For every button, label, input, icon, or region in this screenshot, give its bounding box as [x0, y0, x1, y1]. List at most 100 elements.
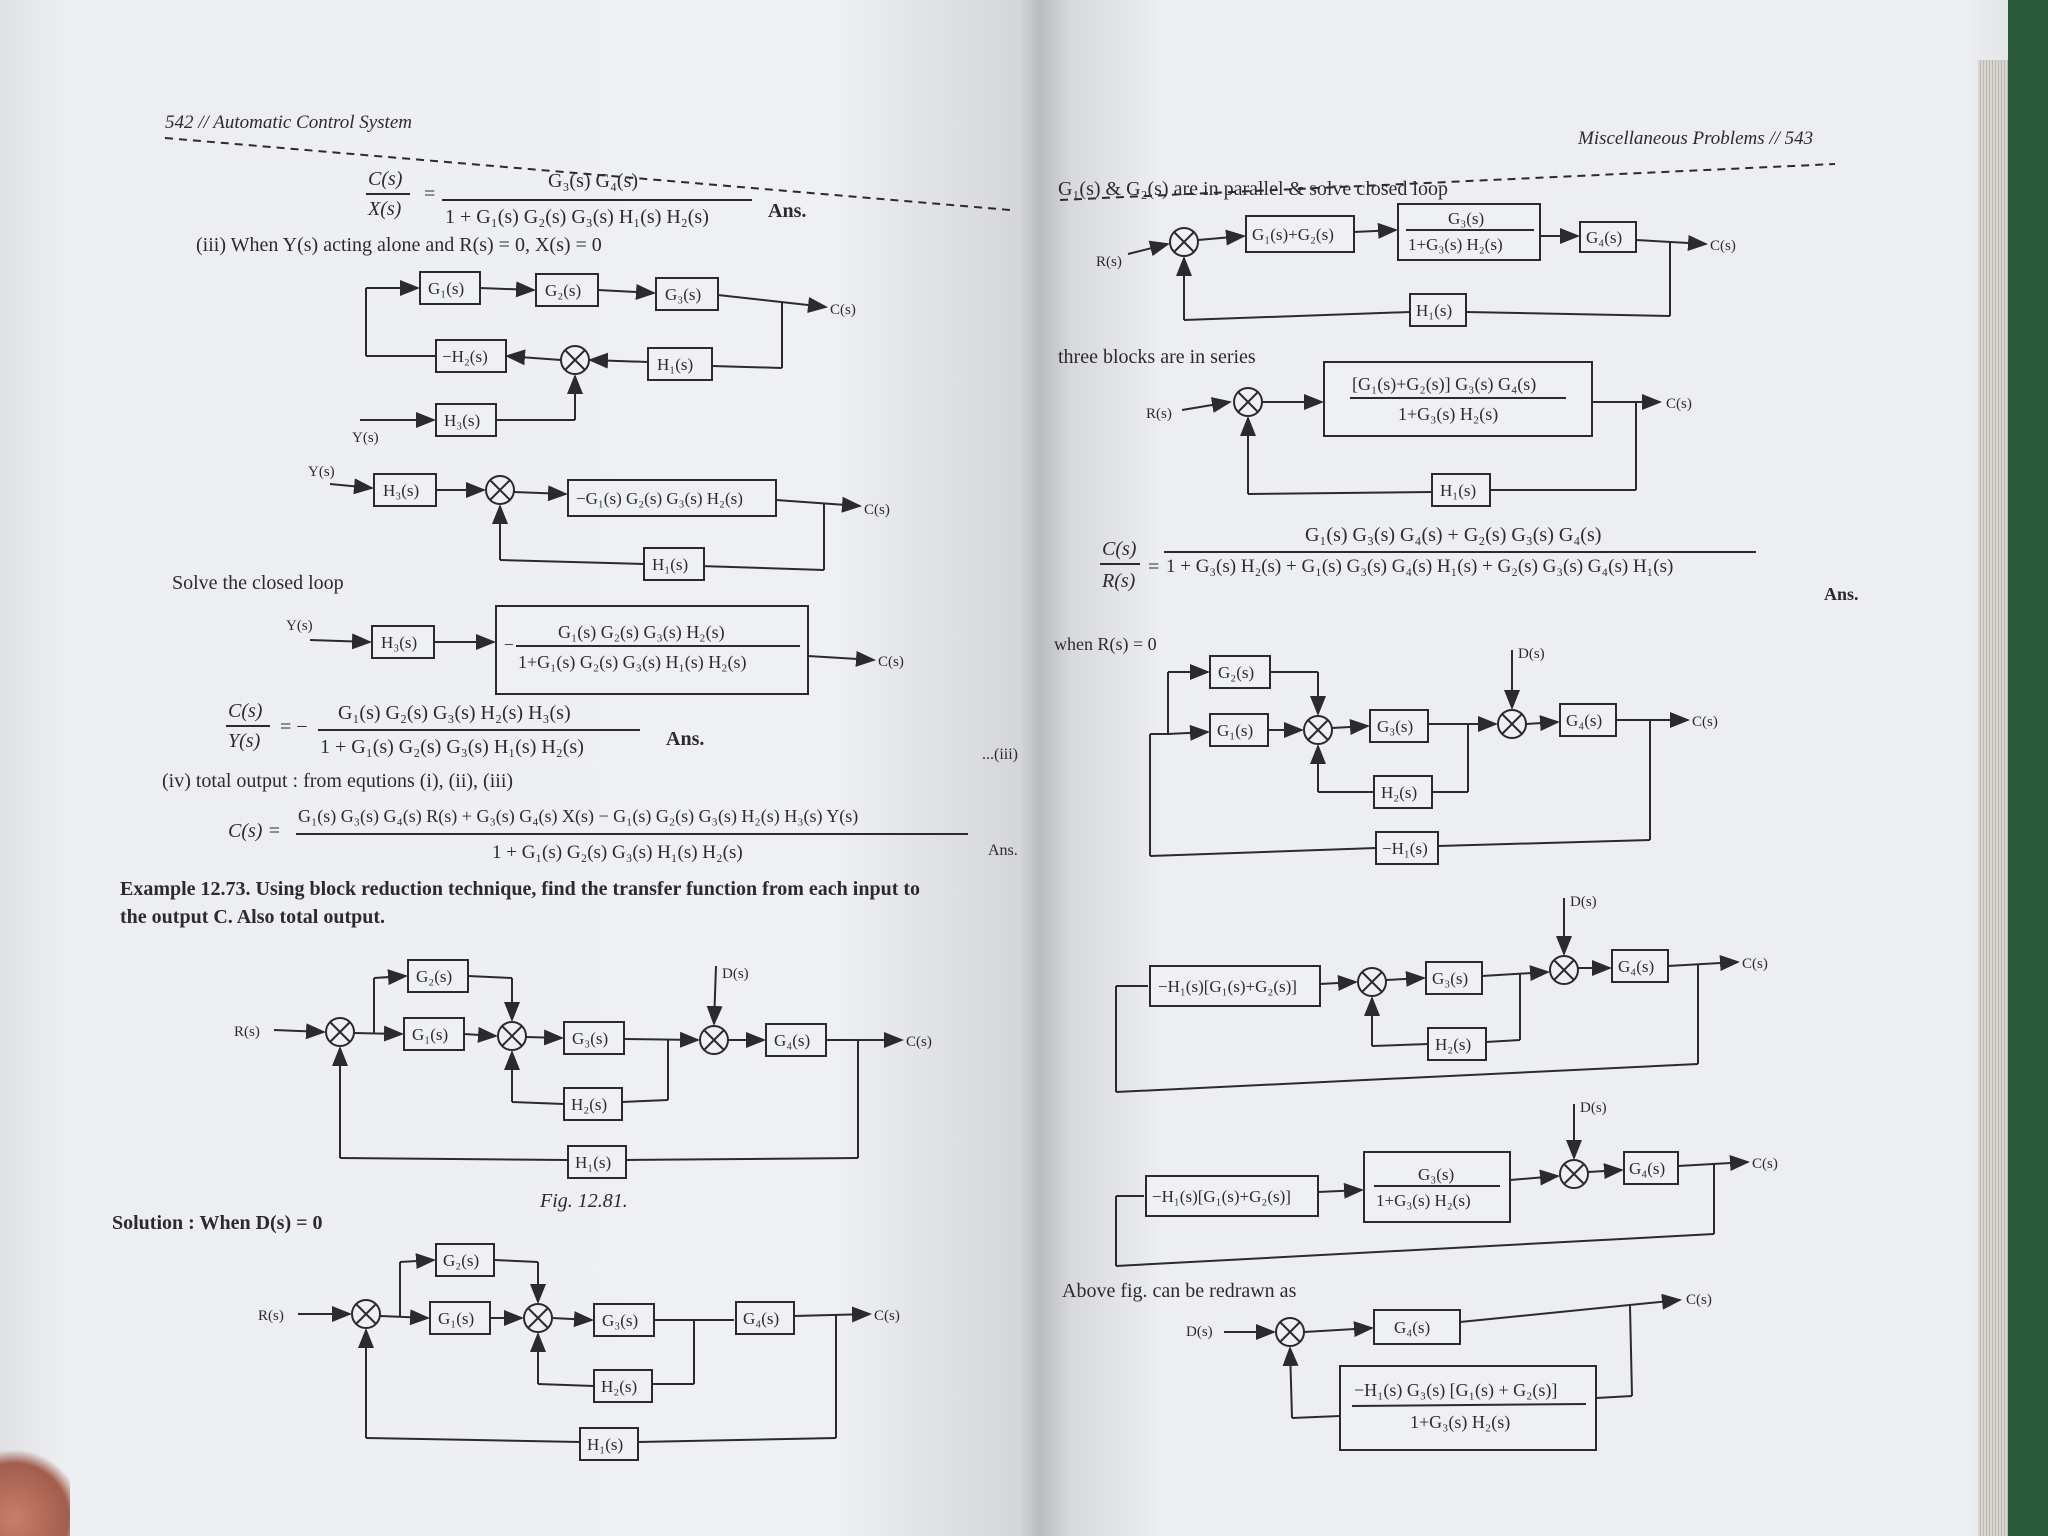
svg-text:G₃(s): G₃(s)	[1377, 717, 1413, 736]
eq1-lhs-num: C(s)	[368, 168, 403, 190]
svg-text:G₁(s): G₁(s)	[1217, 721, 1253, 740]
svg-text:C(s): C(s)	[878, 654, 904, 670]
svg-text:Y(s): Y(s)	[286, 618, 313, 634]
eq4-lhs-den: R(s)	[1102, 570, 1136, 592]
h1-block	[579, 1427, 639, 1461]
svg-text:G₂(s): G₂(s)	[545, 281, 581, 300]
solve-text: Solve the closed loop	[172, 572, 344, 594]
svg-text:G₄(s): G₄(s)	[1394, 1318, 1430, 1337]
feedback-block	[1149, 965, 1321, 1007]
when-text: when R(s) = 0	[1054, 634, 1157, 654]
eq1-lhs-den: X(s)	[368, 198, 402, 220]
svg-text:1+G₃(s) H₂(s): 1+G₃(s) H₂(s)	[1408, 235, 1503, 254]
eq1-ans: Ans.	[768, 200, 807, 222]
g1-block	[429, 1301, 491, 1335]
h1-block	[1409, 293, 1467, 327]
h3-block	[373, 473, 437, 507]
g3-block	[563, 1021, 625, 1055]
eq1-den: 1 + G₁(s) G₂(s) G₃(s) H₁(s) H₂(s)	[445, 206, 709, 228]
tf-block	[495, 605, 809, 695]
svg-text:−: −	[504, 635, 514, 654]
svg-text:H₃(s): H₃(s)	[444, 411, 480, 430]
g2-block	[1209, 655, 1271, 689]
svg-text:G₃(s): G₃(s)	[602, 1311, 638, 1330]
forward-block	[567, 479, 777, 517]
eq2-ans: Ans.	[666, 728, 705, 750]
example-title: Example 12.73. Using block reduction tec…	[120, 878, 921, 900]
svg-text:H₁(s): H₁(s)	[1440, 481, 1476, 500]
svg-text:H₂(s): H₂(s)	[1435, 1035, 1471, 1054]
svg-text:G₁(s): G₁(s)	[412, 1025, 448, 1044]
diagram-step-2: −H₁(s)[G₁(s)+G₂(s)] G₃(s) H₂(s) D(s) G₄(…	[1115, 894, 1768, 1093]
minus-h1-block	[1375, 831, 1439, 865]
svg-text:−H₁(s) G₃(s) [G₁(s) + G₂(s)]: −H₁(s) G₃(s) [G₁(s) + G₂(s)]	[1354, 1380, 1557, 1401]
diagram-step-3: −H₁(s)[G₁(s)+G₂(s)] G₃(s) 1+G₃(s) H₂(s) …	[1115, 1100, 1778, 1267]
g3-block	[1369, 709, 1429, 743]
svg-text:1+G₃(s) H₂(s): 1+G₃(s) H₂(s)	[1410, 1412, 1510, 1433]
svg-text:1+G₃(s) H₂(s): 1+G₃(s) H₂(s)	[1398, 404, 1498, 425]
tf-block	[1397, 203, 1541, 261]
eq4-num: G₁(s) G₃(s) G₄(s) + G₂(s) G₃(s) G₄(s)	[1305, 524, 1602, 546]
svg-text:H₂(s): H₂(s)	[601, 1377, 637, 1396]
svg-text:D(s): D(s)	[1580, 1100, 1607, 1116]
svg-text:−H₁(s)[G₁(s)+G₂(s)]: −H₁(s)[G₁(s)+G₂(s)]	[1158, 977, 1297, 996]
left-header-rule	[164, 137, 1011, 211]
diagram-case3-original: G₁(s) G₂(s) G₃(s) C(s) H₁(s) −H₂(s) H₃(s…	[352, 271, 856, 446]
svg-text:G₃(s): G₃(s)	[1432, 969, 1468, 988]
h2-block	[563, 1087, 623, 1121]
minus-h2-block	[435, 339, 507, 373]
book-cover	[2008, 0, 2048, 1536]
tf-block	[1339, 1365, 1597, 1451]
svg-text:D(s): D(s)	[1570, 894, 1597, 910]
parallel-block	[1245, 215, 1355, 253]
svg-text:H₂(s): H₂(s)	[571, 1095, 607, 1114]
svg-text:G₄(s): G₄(s)	[1629, 1159, 1665, 1178]
eq4-ans: Ans.	[1824, 584, 1859, 604]
thumb	[0, 1446, 70, 1536]
svg-text:G₃(s): G₃(s)	[1448, 209, 1484, 228]
h3-block	[435, 403, 497, 437]
eq2-tag: ...(iii)	[982, 746, 1018, 763]
svg-text:Y(s): Y(s)	[352, 430, 379, 446]
example-title-2: the output C. Also total output.	[120, 906, 386, 928]
g2-block	[435, 1243, 495, 1277]
svg-text:C(s): C(s)	[1692, 714, 1718, 730]
feedback-block	[1145, 1175, 1319, 1217]
svg-text:G₄(s): G₄(s)	[1566, 711, 1602, 730]
svg-text:G₄(s): G₄(s)	[1586, 228, 1622, 247]
svg-text:R(s): R(s)	[258, 1308, 284, 1324]
diagram-case3-reduced: Y(s) H₃(s) −G₁(s) G₂(s) G₃(s) H₂(s) C(s)…	[308, 464, 890, 581]
diagram-redrawn: D(s) G₄(s) C(s) −H₁(s) G₃(s) [G₁(s) + G₂…	[1186, 1292, 1712, 1451]
svg-text:G₁(s): G₁(s)	[438, 1309, 474, 1328]
diagram-closed-loop: Y(s) H₃(s) − G₁(s) G₂(s) G₃(s) H₂(s) 1+G…	[286, 605, 904, 695]
g3-block	[655, 277, 719, 311]
h2-block	[593, 1369, 653, 1403]
case4-text: (iv) total output : from equtions (i), (…	[162, 770, 514, 792]
diagram-parallel: R(s) G₁(s)+G₂(s) G₃(s) 1+G₃(s) H₂(s) G₄(…	[1096, 203, 1736, 327]
svg-text:C(s): C(s)	[1686, 1292, 1712, 1308]
svg-text:G₄(s): G₄(s)	[774, 1031, 810, 1050]
svg-text:G₂(s): G₂(s)	[416, 967, 452, 986]
svg-text:G₃(s): G₃(s)	[665, 285, 701, 304]
svg-text:D(s): D(s)	[1518, 646, 1545, 662]
para1-text: G₁(s) & G₂(s) are in parallel & solve cl…	[1058, 178, 1448, 200]
eq2-lhs-num: C(s)	[228, 700, 263, 722]
svg-text:G₂(s): G₂(s)	[443, 1251, 479, 1270]
svg-text:1+G₁(s) G₂(s) G₃(s) H₁(s) H₂(s: 1+G₁(s) G₂(s) G₃(s) H₁(s) H₂(s)	[518, 652, 747, 673]
solution-text: Solution : When D(s) = 0	[112, 1212, 323, 1234]
svg-text:H₂(s): H₂(s)	[1381, 783, 1417, 802]
right-page-header: Miscellaneous Problems // 543	[1578, 128, 1814, 149]
g4-block	[735, 1301, 795, 1335]
case3-text: (iii) When Y(s) acting alone and R(s) = …	[196, 234, 602, 256]
svg-text:C(s): C(s)	[906, 1034, 932, 1050]
svg-text:C(s): C(s)	[830, 302, 856, 318]
g3-block	[1425, 961, 1483, 995]
para3-text: Above fig. can be redrawn as	[1062, 1280, 1297, 1302]
eq4-den: 1 + G₃(s) H₂(s) + G₁(s) G₃(s) G₄(s) H₁(s…	[1166, 556, 1674, 577]
svg-text:C(s): C(s)	[1710, 238, 1736, 254]
svg-text:C(s): C(s)	[1752, 1156, 1778, 1172]
svg-text:C(s): C(s)	[1742, 956, 1768, 972]
svg-text:G₃(s): G₃(s)	[572, 1029, 608, 1048]
left-page-header: 542 // Automatic Control System	[165, 112, 412, 133]
